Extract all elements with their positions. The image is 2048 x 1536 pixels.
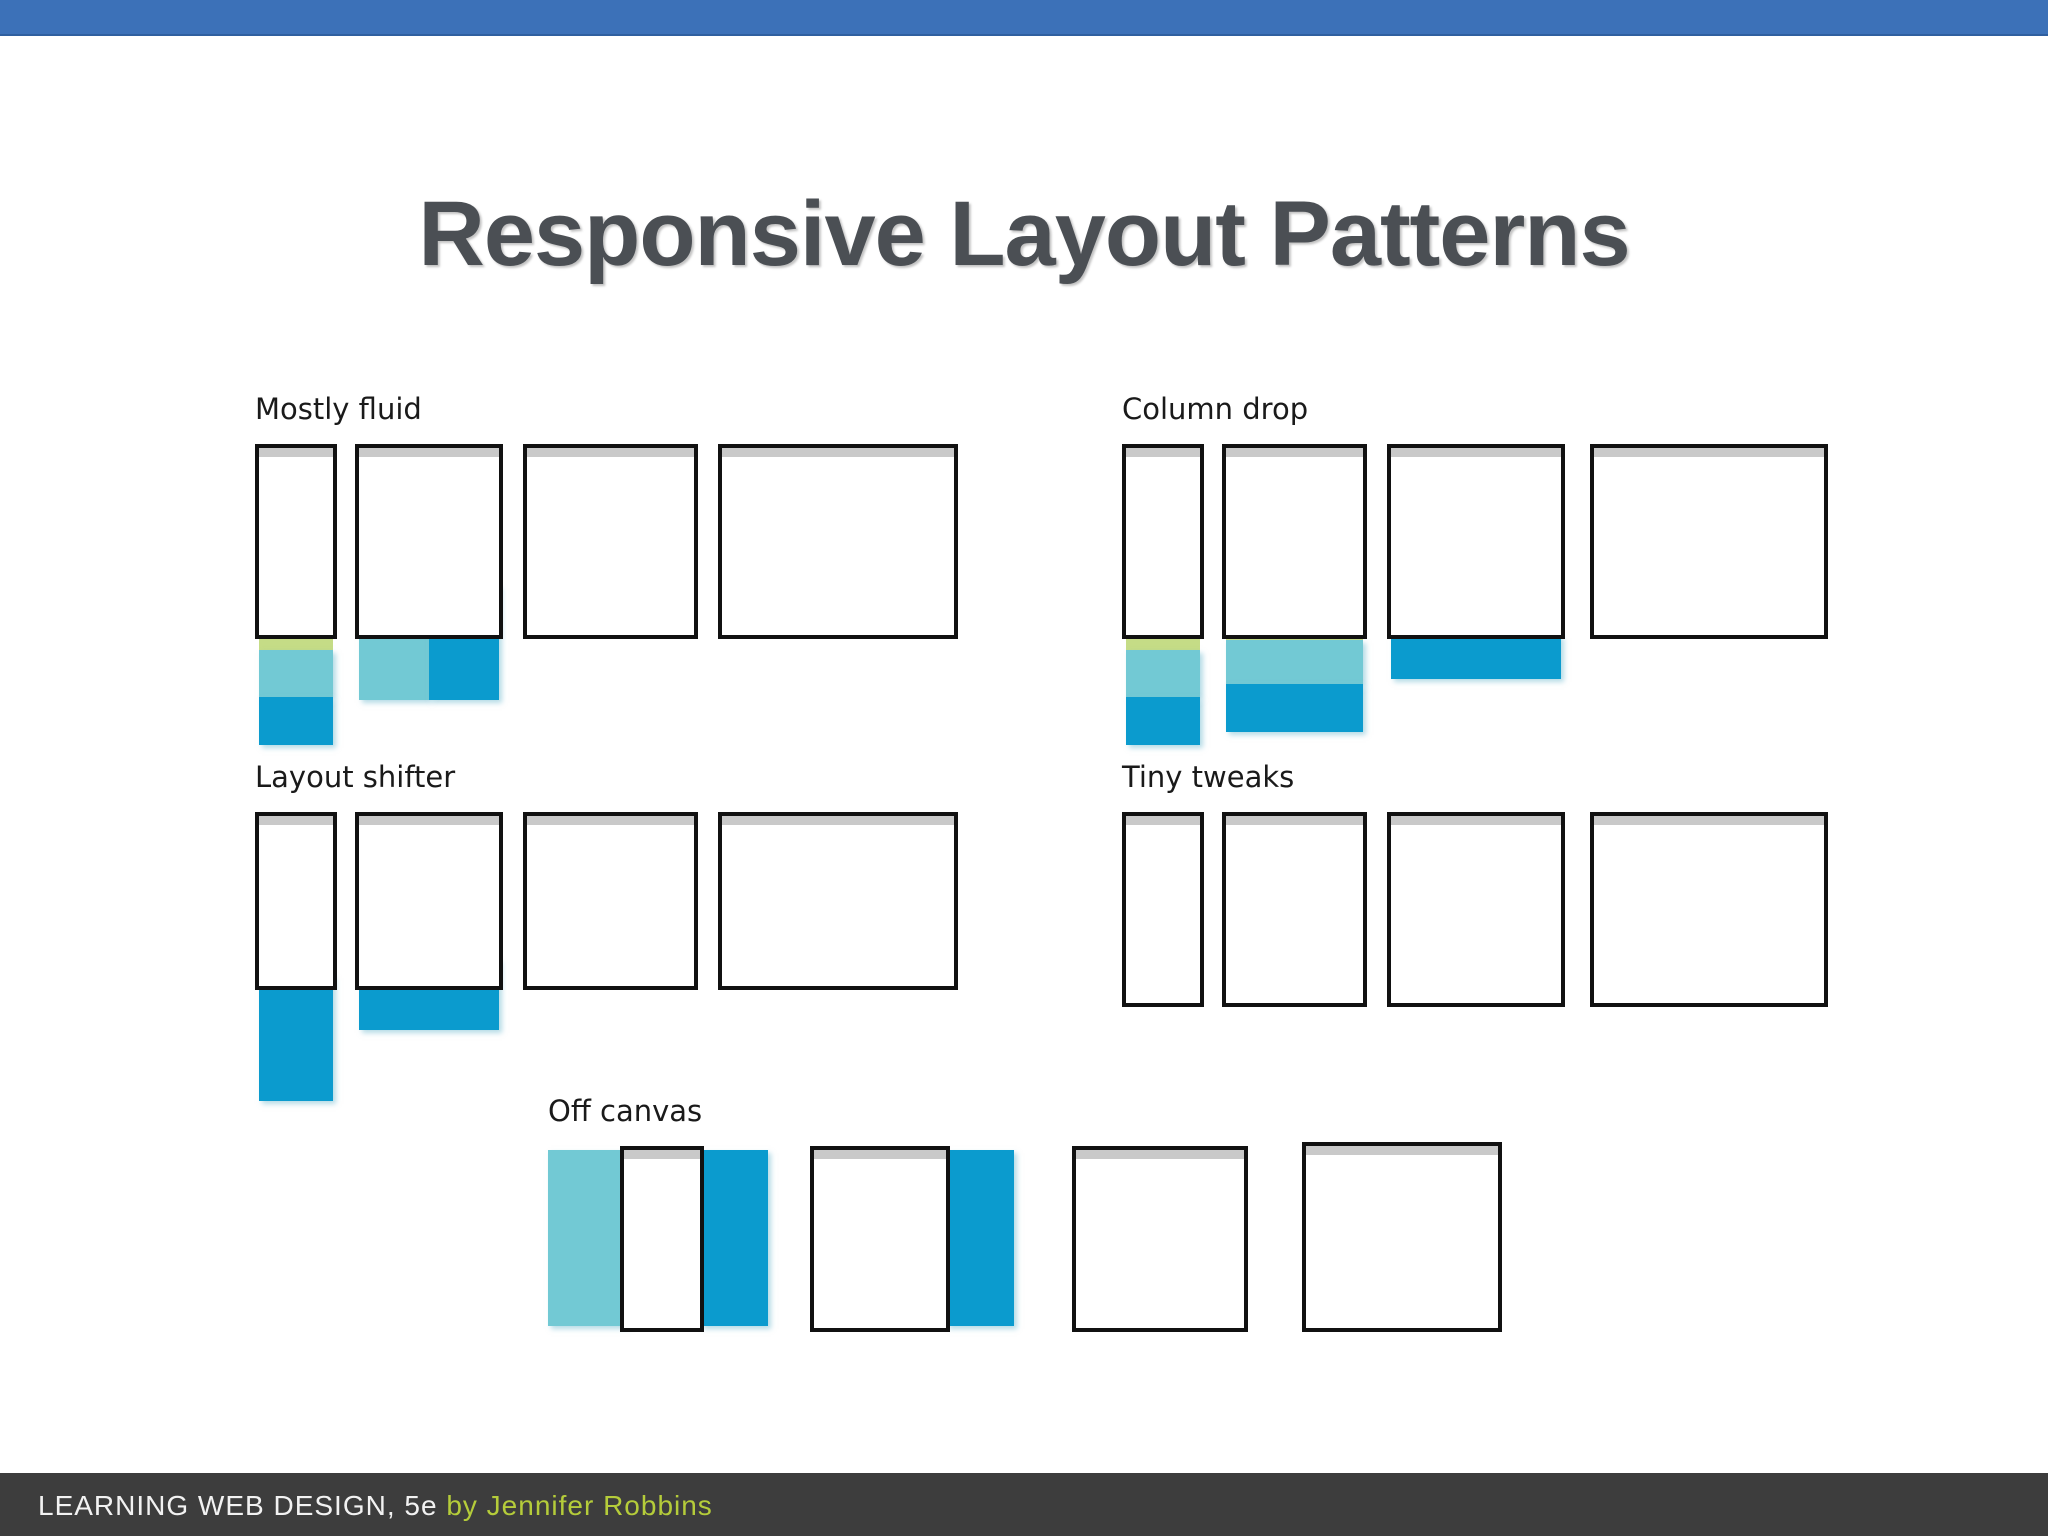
content-block-blue <box>1764 453 1824 635</box>
pattern-label-tiny-tweaks: Tiny tweaks <box>1122 760 1295 794</box>
footer-text: LEARNING WEB DESIGN, 5e by Jennifer Robb… <box>38 1490 713 1522</box>
content-block-teal <box>756 561 838 635</box>
stage-layout-shifter-4 <box>718 812 958 997</box>
content-block-green <box>1594 821 1824 1003</box>
content-block-green <box>1391 821 1561 1003</box>
content-block-teal <box>756 821 794 986</box>
diagram-canvas: Mostly fluid <box>255 392 1852 1344</box>
stage-off-canvas-2 <box>810 1146 1040 1336</box>
footer-bar: LEARNING WEB DESIGN, 5e by Jennifer Robb… <box>0 1470 2048 1536</box>
content-block-green <box>1132 1155 1202 1328</box>
stage-column-drop-3 <box>1387 444 1565 694</box>
content-block-teal <box>527 561 611 635</box>
stage-mostly-fluid-4 <box>718 444 958 644</box>
content-block-blue <box>946 1150 1014 1326</box>
content-block-blue <box>1450 1151 1486 1324</box>
content-block-teal <box>1332 1151 1386 1324</box>
pattern-mostly-fluid: Mostly fluid <box>255 392 975 745</box>
content-block-blue <box>429 585 499 700</box>
content-block-green <box>1126 821 1200 1003</box>
content-block-green <box>259 453 333 650</box>
pattern-label-mostly-fluid: Mostly fluid <box>255 392 422 426</box>
content-block-blue <box>1226 684 1363 732</box>
pattern-column-drop: Column drop <box>1122 392 1852 745</box>
content-block-teal <box>527 821 568 986</box>
content-block-green <box>624 1155 700 1328</box>
pattern-tiny-tweaks: Tiny tweaks <box>1122 760 1852 1010</box>
content-block-green <box>1226 821 1363 1003</box>
content-block-green <box>1226 453 1363 640</box>
stage-tiny-tweaks-2 <box>1222 812 1367 1007</box>
content-block-blue <box>1202 1155 1244 1328</box>
pattern-layout-shifter: Layout shifter <box>255 760 975 1110</box>
pattern-off-canvas: Off canvas <box>548 1094 1502 1344</box>
content-block-teal <box>1391 453 1431 635</box>
pattern-label-layout-shifter: Layout shifter <box>255 760 456 794</box>
footer-book-title: LEARNING WEB DESIGN, 5e <box>38 1490 447 1521</box>
content-block-teal <box>359 821 499 855</box>
content-block-blue <box>259 975 333 1101</box>
stage-mostly-fluid-3 <box>523 444 698 644</box>
content-block-blue <box>794 917 920 986</box>
pattern-label-column-drop: Column drop <box>1122 392 1309 426</box>
stage-column-drop-1 <box>1122 444 1204 745</box>
content-block-blue <box>359 959 499 1030</box>
content-block-green <box>359 453 499 585</box>
content-block-teal <box>359 585 429 700</box>
content-block-green <box>568 821 694 917</box>
stage-mostly-fluid-1 <box>255 444 337 745</box>
pattern-label-off-canvas: Off canvas <box>548 1094 703 1128</box>
stage-layout-shifter-3 <box>523 812 698 997</box>
content-block-teal <box>1126 650 1200 697</box>
content-block-green <box>1126 453 1200 650</box>
stage-tiny-tweaks-4 <box>1590 812 1828 1007</box>
content-block-blue <box>259 697 333 745</box>
content-block-blue <box>568 917 694 986</box>
stage-mostly-fluid-2 <box>355 444 503 734</box>
content-block-blue <box>700 1150 768 1326</box>
top-accent-bar <box>0 0 2048 36</box>
footer-author: by Jennifer Robbins <box>446 1490 713 1521</box>
stage-off-canvas-1 <box>548 1146 778 1336</box>
content-block-green <box>359 855 499 959</box>
content-block-green <box>527 453 694 561</box>
content-block-green <box>1431 453 1561 635</box>
content-block-blue <box>1391 635 1561 679</box>
stage-column-drop-4 <box>1590 444 1828 644</box>
content-block-blue <box>1126 697 1200 745</box>
content-block-green <box>1639 453 1764 635</box>
content-block-green <box>259 850 333 975</box>
content-block-teal <box>259 821 333 850</box>
content-block-blue <box>838 561 920 635</box>
content-block-green <box>756 453 920 561</box>
content-block-teal <box>1226 640 1363 684</box>
content-block-teal <box>1076 1155 1132 1328</box>
content-block-teal <box>1594 453 1639 635</box>
stage-off-canvas-3 <box>1072 1146 1302 1336</box>
content-block-teal <box>814 1155 880 1328</box>
stage-tiny-tweaks-3 <box>1387 812 1565 1007</box>
content-block-teal <box>259 650 333 697</box>
stage-layout-shifter-1 <box>255 812 337 1102</box>
stage-off-canvas-4 <box>1302 1142 1532 1332</box>
content-block-teal <box>548 1150 628 1326</box>
content-block-green <box>880 1155 946 1328</box>
content-block-blue <box>611 561 694 635</box>
stage-tiny-tweaks-1 <box>1122 812 1204 1007</box>
content-block-green <box>794 821 920 917</box>
stage-layout-shifter-2 <box>355 812 503 1072</box>
stage-column-drop-2 <box>1222 444 1367 734</box>
page-title: Responsive Layout Patterns <box>418 183 1630 285</box>
content-block-green <box>1386 1151 1450 1324</box>
